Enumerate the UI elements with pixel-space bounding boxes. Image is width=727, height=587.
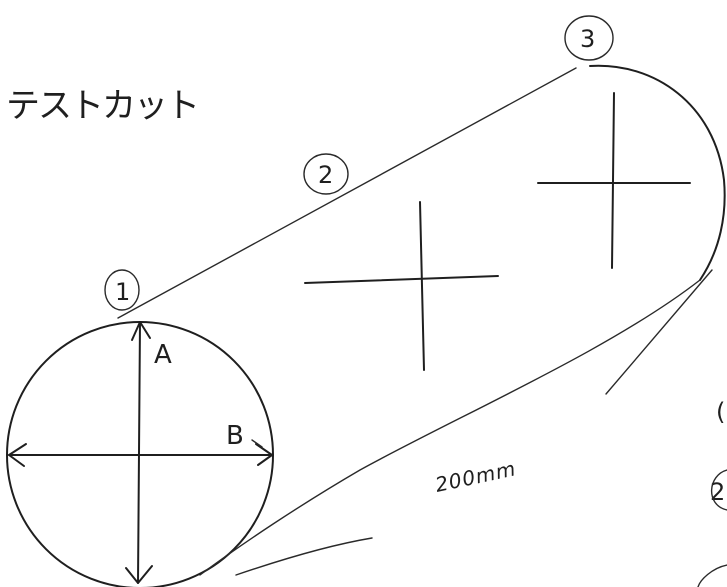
arrow-left-icon <box>8 443 27 467</box>
axis-label-b-tick <box>251 439 263 448</box>
bottom-stray-stroke <box>235 537 373 576</box>
edge-marker-paren: ( <box>716 398 725 426</box>
marker-3: 3 <box>564 15 614 61</box>
marker-1-label: 1 <box>115 278 130 306</box>
marker-3-circle <box>564 15 614 61</box>
end-arc <box>589 64 726 281</box>
marker-1: 1 <box>104 269 140 311</box>
axis-label-b: B <box>226 421 244 451</box>
edge-marker-partial-circle <box>697 564 727 587</box>
edge-marker-circle <box>710 469 727 511</box>
arrow-right-icon <box>255 443 273 466</box>
marker-3-label: 3 <box>580 25 595 53</box>
top-path-line <box>117 67 577 319</box>
marker-2-circle <box>303 153 349 195</box>
distance-label: 200mm <box>433 456 518 497</box>
vertical-axis-line <box>137 321 141 584</box>
bottom-path-line <box>199 279 701 576</box>
marker-2: 2 <box>303 153 349 195</box>
marker-1-circle <box>104 269 140 311</box>
arrow-up-icon <box>131 321 151 341</box>
right-stray-stroke <box>605 269 713 395</box>
axis-label-a: A <box>154 340 172 370</box>
middle-cross-horizontal <box>304 275 499 284</box>
right-cross-vertical <box>611 92 615 269</box>
marker-2-label: 2 <box>318 161 333 189</box>
middle-cross-vertical <box>419 201 425 371</box>
page-title: テストカット <box>6 86 198 126</box>
arrow-down-icon <box>125 565 153 584</box>
